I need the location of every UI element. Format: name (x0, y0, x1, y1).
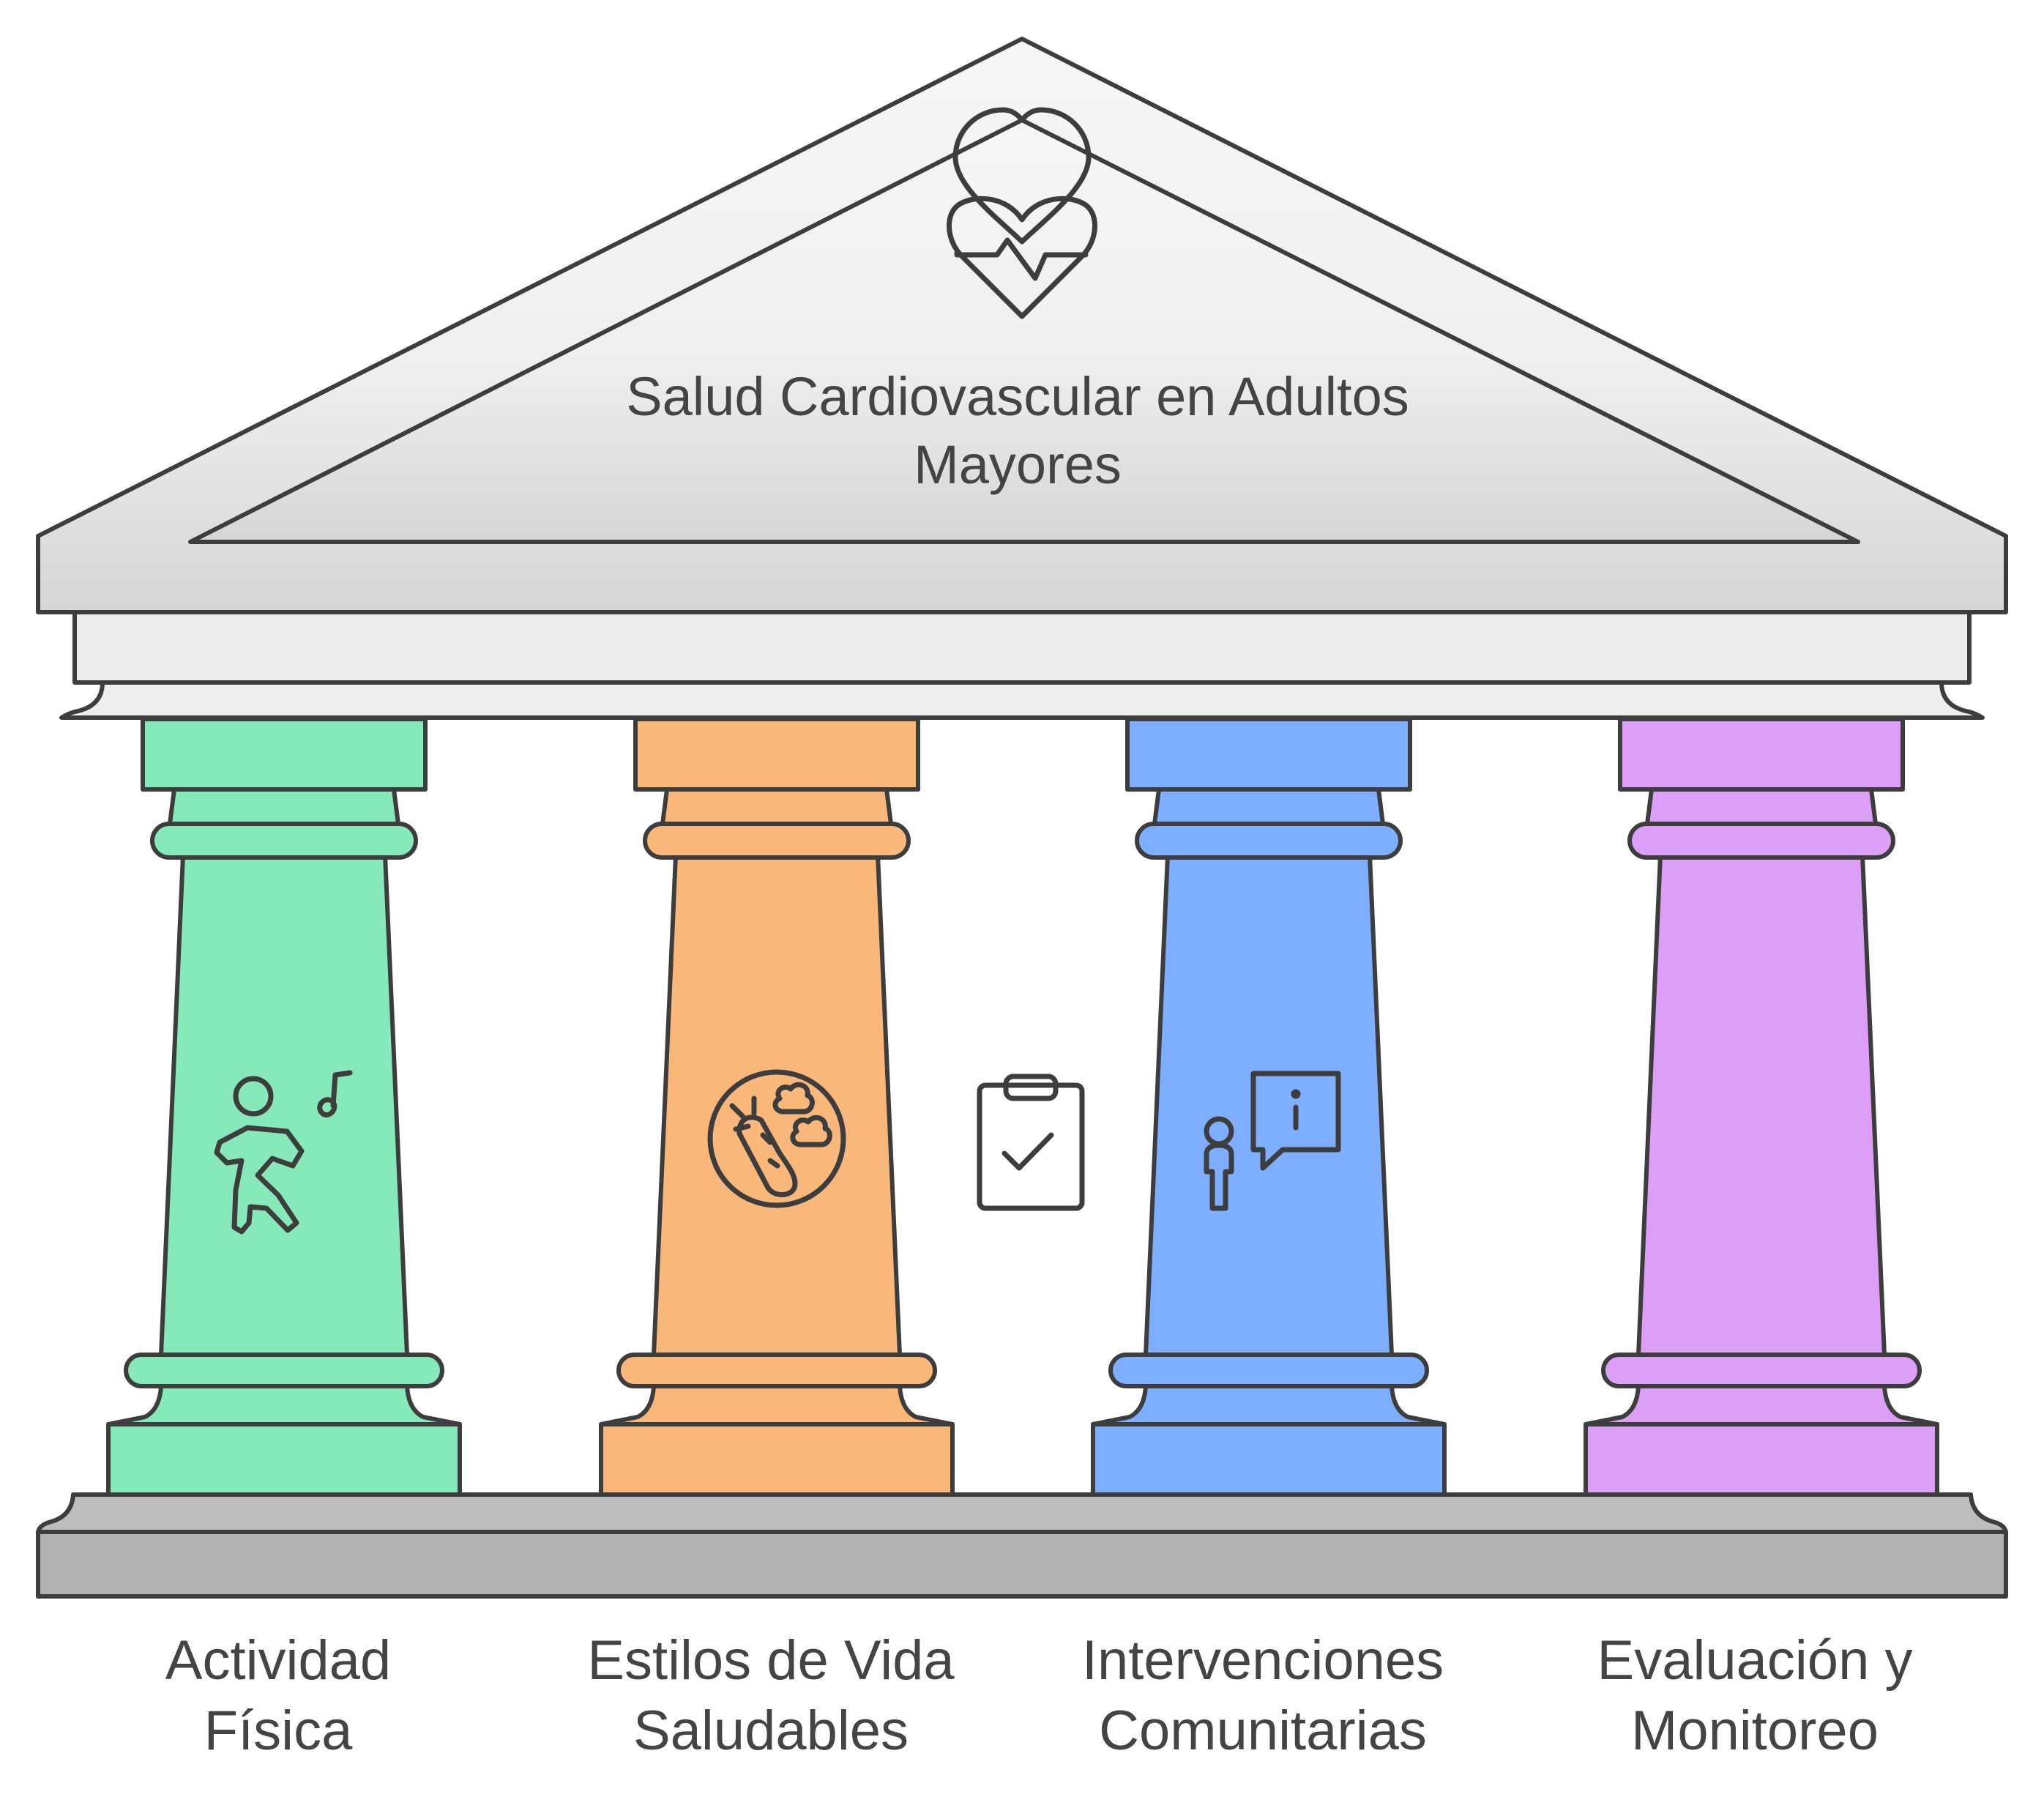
pillar-label-actividad-fisica: Actividad Física (44, 1626, 512, 1766)
pillar-label-line-1: Intervenciones (1081, 1629, 1444, 1692)
pillar-evaluacion (1586, 719, 1937, 1495)
pillar-label-line-2: Saludables (633, 1699, 909, 1762)
person-dancing-music-icon (214, 1070, 353, 1235)
clipboard-check-icon (977, 1074, 1085, 1211)
pillar-label-evaluacion: Evaluación y Monitoreo (1521, 1626, 1989, 1766)
pillar-label-line-1: Evaluación y (1597, 1629, 1913, 1692)
pillar-label-line-2: Física (204, 1699, 353, 1762)
roof-title-line-1: Salud Cardiovascular en Adultos (626, 366, 1409, 427)
roof-title: Salud Cardiovascular en Adultos Mayores (512, 362, 1523, 499)
roof-title-line-2: Mayores (914, 434, 1122, 496)
pillar-label-line-2: Comunitarias (1099, 1699, 1427, 1762)
person-info-speech-icon (1204, 1071, 1341, 1211)
heart-icon-outline (947, 196, 1097, 319)
pillar-label-intervenciones: Intervenciones Comunitarias (1029, 1626, 1497, 1766)
pillar-label-line-1: Actividad (165, 1629, 392, 1692)
healthy-food-icon (707, 1069, 846, 1208)
roof (36, 37, 2008, 720)
base (36, 1492, 2008, 1599)
pillar-label-estilos-de-vida: Estilos de Vida Saludables (537, 1626, 1005, 1766)
pillar-label-line-2: Monitoreo (1631, 1699, 1879, 1762)
pillar-label-line-1: Estilos de Vida (587, 1629, 955, 1692)
pillar-actividad-fisica (108, 719, 460, 1495)
pillar-intervenciones (1093, 719, 1444, 1495)
